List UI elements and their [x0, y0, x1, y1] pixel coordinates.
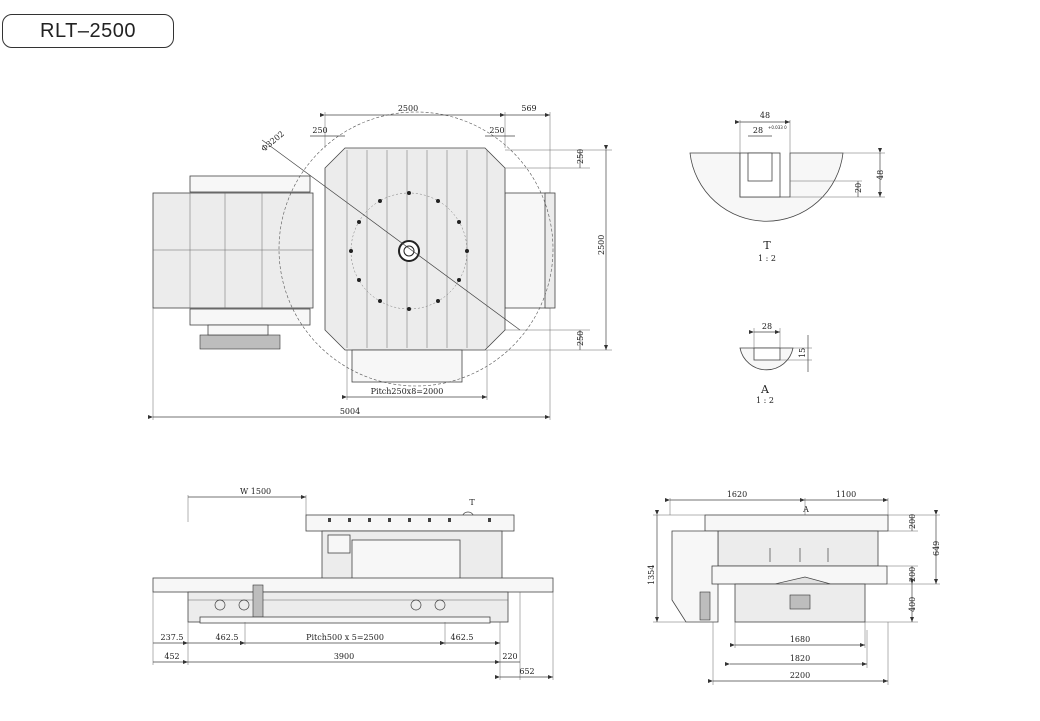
top-bolt-holes	[349, 191, 469, 311]
dim-28-t: 28	[753, 126, 763, 135]
detail-t-scale: 1 : 2	[758, 254, 776, 263]
top-cable-carrier	[199, 334, 281, 350]
dim-649: 649	[932, 541, 941, 556]
top-center-hub	[398, 240, 420, 262]
front-rail	[152, 577, 554, 593]
top-motor-housing	[504, 192, 551, 309]
dim-250-left: 250	[312, 126, 327, 135]
dim-652: 652	[519, 667, 534, 676]
dim-2500-top: 2500	[398, 104, 418, 113]
dim-20: 20	[854, 183, 863, 193]
detail-a: 28 15 A 1 : 2	[739, 322, 812, 405]
dim-1620: 1620	[727, 490, 747, 499]
detail-t: 48 28 +0.033 0 20 48 T 1 : 2	[689, 111, 885, 263]
dim-569: 569	[521, 104, 536, 113]
dim-48-top: 48	[760, 111, 770, 120]
front-view: W 1500 T 237.5 462.5	[152, 487, 554, 680]
dim-237-5: 237.5	[161, 633, 184, 642]
front-label-t: T	[469, 498, 475, 507]
top-rail-cap-top	[189, 175, 311, 193]
dim-400: 400	[908, 597, 917, 612]
detail-t-label: T	[763, 239, 771, 252]
dim-200-top: 200	[908, 514, 917, 529]
top-front-block	[351, 349, 463, 383]
dim-28-a: 28	[762, 322, 772, 331]
dim-5004: 5004	[340, 407, 360, 416]
dim-462-5-left: 462.5	[216, 633, 239, 642]
dim-1820: 1820	[790, 654, 810, 663]
dim-2200: 2200	[790, 671, 810, 680]
side-view: 1620 1100 A 200 649 200 400 1354	[647, 490, 941, 685]
front-cable-carrier	[252, 584, 264, 618]
side-column	[717, 530, 879, 567]
top-rail-cap-bottom	[189, 308, 311, 326]
side-table-top	[704, 514, 889, 532]
dim-220: 220	[502, 652, 517, 661]
dim-250-side-top: 250	[576, 149, 585, 164]
dim-200-mid: 200	[908, 567, 917, 582]
dim-452: 452	[164, 652, 179, 661]
dim-1680: 1680	[790, 635, 810, 644]
top-swing-circle	[278, 111, 554, 387]
dim-3900: 3900	[334, 652, 354, 661]
dim-tolerance: +0.033 0	[768, 125, 787, 130]
top-rail-body	[152, 192, 314, 309]
dim-1100: 1100	[836, 490, 856, 499]
detail-a-label: A	[760, 383, 770, 396]
dim-250-side-bottom: 250	[576, 331, 585, 346]
dim-250-right: 250	[489, 126, 504, 135]
front-table-top	[305, 514, 515, 532]
dim-w1500: W 1500	[240, 487, 271, 496]
dim-15: 15	[798, 348, 807, 358]
side-cover	[671, 530, 719, 623]
dim-pitch-top: Pitch250x8=2000	[371, 387, 444, 396]
dim-pitch-front: Pitch500 x 5=2500	[306, 633, 384, 642]
dim-2500-side: 2500	[597, 235, 606, 255]
detail-a-scale: 1 : 2	[756, 396, 774, 405]
top-view: 2500 569 250 250 Φ3202 250 2500 250 Pitc…	[148, 104, 612, 420]
model-title: RLT–2500	[40, 19, 136, 42]
dim-1354: 1354	[647, 565, 656, 585]
dim-48-side: 48	[876, 170, 885, 180]
model-title-box: RLT–2500	[2, 14, 174, 48]
side-label-a: A	[802, 505, 809, 514]
dim-462-5-right: 462.5	[451, 633, 474, 642]
